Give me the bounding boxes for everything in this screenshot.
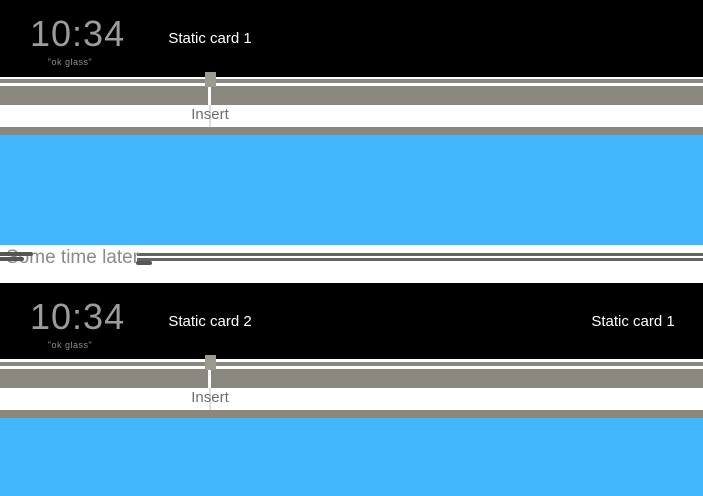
insert-card-seam	[209, 105, 211, 127]
clock-block: 10:34	[30, 296, 126, 337]
insert-card	[0, 105, 703, 127]
timeline-edge-bar-bottom	[0, 410, 703, 418]
some-time-later-label: Some time later	[6, 247, 140, 268]
timeline-frame-2: 10:34 "ok glass" Static card 2 Static ca…	[0, 283, 703, 496]
separator-line-left-bottom	[0, 257, 24, 261]
timeline-edge-bar-top	[0, 362, 703, 366]
ok-glass-hotword: "ok glass"	[47, 340, 93, 350]
time-separator: Some time later	[0, 245, 703, 283]
insert-label: Insert	[191, 389, 229, 406]
static-card-1-label: Static card 1	[591, 313, 675, 330]
insert-label: Insert	[191, 106, 229, 123]
static-card-2-label: Static card 2	[168, 313, 252, 330]
separator-line-right-bottom	[137, 258, 703, 261]
separator-line-right-top	[137, 253, 703, 256]
timeline-edge-bar-main	[0, 86, 703, 105]
clock-time: 10:34	[30, 296, 126, 337]
separator-line-hook	[136, 261, 152, 265]
static-card-1-label: Static card 1	[168, 30, 252, 47]
glassware-card: Glassware	[0, 135, 703, 319]
clock-time: 10:34	[30, 13, 126, 54]
insert-card	[0, 388, 703, 410]
timeline-edge-bar-top	[0, 79, 703, 83]
timeline-edge-bar-bottom	[0, 127, 703, 135]
clock-block: 10:34	[30, 13, 126, 54]
glassware-card: Glassware	[0, 418, 703, 496]
home-card: 10:34 "ok glass" Static card 2 Static ca…	[0, 283, 703, 359]
timeline-edge-bar-main	[0, 369, 703, 388]
timeline-frame-1: 10:34 "ok glass" Static card 1 Insert Gl…	[0, 0, 703, 319]
insert-position-tab	[205, 72, 216, 87]
separator-line-left-top	[0, 252, 33, 256]
home-card: 10:34 "ok glass" Static card 1	[0, 0, 703, 77]
ok-glass-hotword: "ok glass"	[47, 57, 93, 67]
insert-position-tab	[205, 355, 216, 370]
insert-card-seam	[209, 388, 211, 410]
